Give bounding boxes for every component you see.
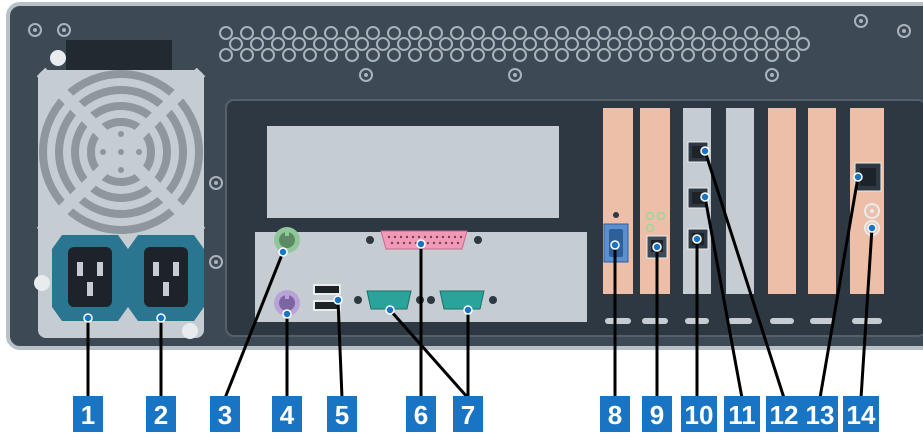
callout-6: 6 — [406, 396, 436, 432]
callout-label: 11 — [728, 400, 756, 430]
callout-9: 9 — [642, 396, 672, 432]
callout-label: 6 — [414, 400, 428, 430]
serial-port-2 — [427, 290, 497, 310]
callout-label: 12 — [770, 400, 799, 430]
ventilation-grille — [219, 26, 810, 62]
callout-2: 2 — [146, 396, 176, 432]
callout-12: 12 — [766, 396, 802, 432]
callout-label: 1 — [81, 400, 95, 430]
rj11-port-13 — [854, 162, 882, 192]
callout-label: 13 — [806, 400, 835, 430]
callout-label: 5 — [335, 400, 349, 430]
callout-label: 2 — [154, 400, 168, 430]
callout-4: 4 — [272, 396, 302, 432]
callout-10: 10 — [681, 396, 717, 432]
callout-1: 1 — [73, 396, 103, 432]
power-input-socket — [52, 235, 128, 321]
blank-io-plate — [267, 126, 559, 218]
callout-3: 3 — [210, 396, 240, 432]
leader-lines — [86, 150, 874, 399]
callout-label: 8 — [608, 400, 622, 430]
callout-badges: 1 2 3 4 5 6 7 8 9 10 11 12 13 14 — [73, 396, 879, 432]
callout-label: 9 — [650, 400, 664, 430]
callout-label: 14 — [847, 400, 876, 430]
callout-8: 8 — [600, 396, 630, 432]
serial-port-1 — [354, 290, 424, 310]
callout-14: 14 — [843, 396, 879, 432]
leader-dots — [83, 146, 877, 323]
callout-label: 7 — [461, 400, 475, 430]
usb-ports — [313, 284, 341, 311]
callout-11: 11 — [724, 396, 760, 432]
callout-label: 3 — [218, 400, 232, 430]
parallel-port — [366, 230, 482, 250]
callout-7: 7 — [453, 396, 483, 432]
power-output-socket — [128, 235, 204, 321]
psu-screw-br — [182, 323, 198, 339]
ps2-keyboard-port — [274, 290, 300, 316]
callout-label: 10 — [685, 400, 714, 430]
psu-screw-tl — [50, 50, 66, 66]
power-supply — [34, 40, 206, 339]
callout-5: 5 — [327, 396, 357, 432]
psu-label-plate — [66, 40, 172, 70]
ps2-mouse-port — [274, 227, 300, 253]
callout-13: 13 — [802, 396, 838, 432]
psu-fan-grille-icon — [36, 67, 206, 237]
psu-screw-bl — [34, 275, 50, 291]
callout-label: 4 — [280, 400, 295, 430]
